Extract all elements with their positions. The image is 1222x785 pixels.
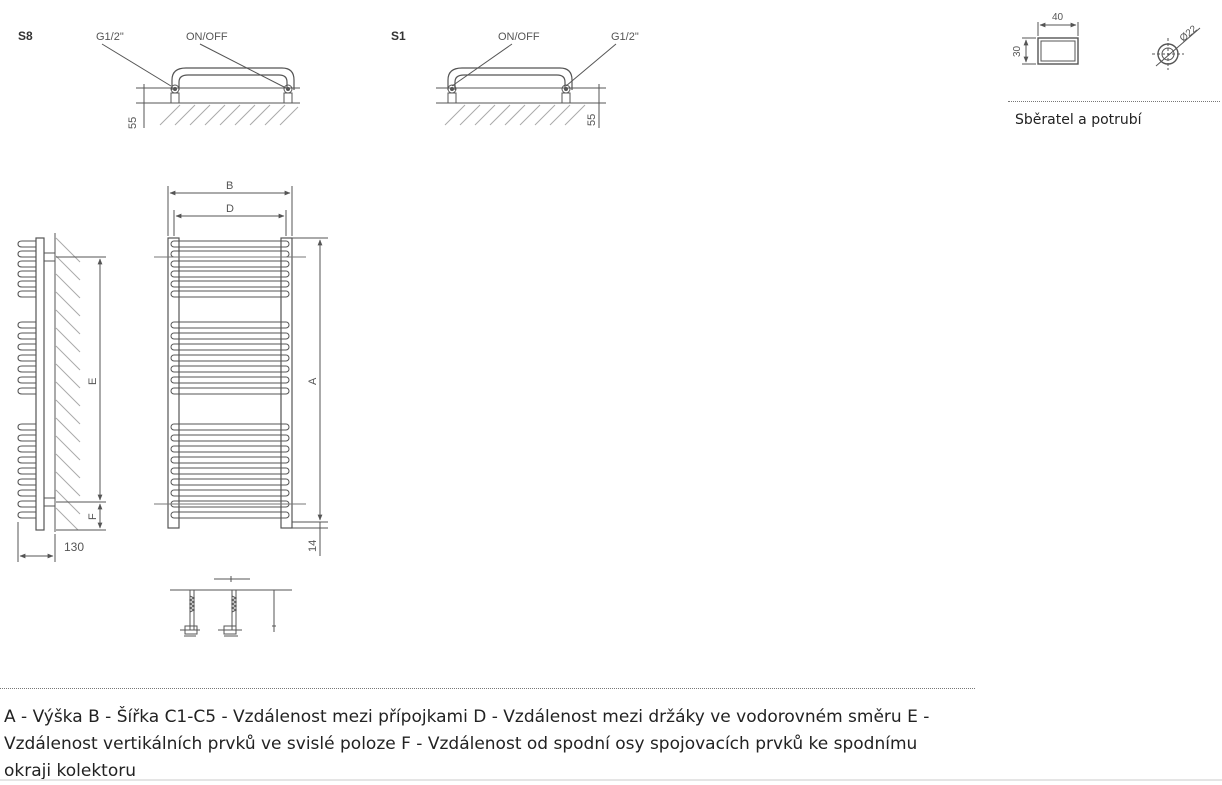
front-bottom-dim: 14: [307, 540, 319, 552]
legend-item-a: A - Výška: [4, 707, 83, 727]
legend-item-b: B - Šířka: [88, 707, 160, 727]
s1-height-dim: 55: [586, 114, 598, 126]
legend-item-c: C1-C5 - Vzdálenost mezi přípojkami: [164, 707, 468, 727]
legend-text: Vzdálenost mezi přípojkami: [233, 707, 468, 727]
s1-valve-label: ON/OFF: [498, 31, 540, 43]
front-a-label: A: [307, 377, 319, 385]
legend-item-f: F - Vzdálenost od spodní osy spojovacích…: [4, 734, 918, 781]
s1-thread-label: G1/2": [611, 31, 639, 43]
legend-key: E: [907, 707, 918, 727]
s8-top-view: S8 G1/2" ON/OFF 55: [18, 29, 300, 129]
legend-divider: [0, 688, 975, 689]
s8-height-dim: 55: [127, 117, 139, 129]
front-b-label: B: [226, 180, 233, 192]
s1-wall-hatch: [444, 104, 586, 126]
side-e-label: E: [87, 378, 99, 385]
legend-item-e: E - Vzdálenost vertikálních prvků ve svi…: [4, 707, 930, 754]
collector-height-dim: 30: [1012, 45, 1023, 57]
pipe-diameter-dim: Ø22: [1178, 23, 1200, 44]
legend-key: C1-C5: [164, 707, 217, 727]
side-wall-hatch: [55, 237, 81, 531]
side-depth-dim: 130: [64, 540, 84, 554]
legend-key: D: [473, 707, 487, 727]
legend-key: B: [88, 707, 100, 727]
s8-wall-hatch: [159, 104, 299, 126]
side-f-label: F: [87, 513, 99, 520]
legend-text: Vzdálenost vertikálních prvků ve svislé …: [4, 734, 396, 754]
legend-text: Výška: [32, 707, 83, 727]
collector-width-dim: 40: [1052, 12, 1064, 23]
legend-item-d: D - Vzdálenost mezi držáky ve vodorovném…: [473, 707, 902, 727]
collector-section: 40 30: [1012, 12, 1079, 65]
legend-key: F: [401, 734, 411, 754]
side-view: E F 130: [17, 233, 106, 562]
s8-code: S8: [18, 29, 33, 43]
connection-detail: [170, 576, 292, 637]
front-view: B D A 14: [154, 180, 328, 556]
collector-caption: Sběratel a potrubí: [1015, 112, 1142, 128]
s8-thread-label: G1/2": [96, 31, 124, 43]
legend-text: Vzdálenost od spodní osy spojovacích prv…: [4, 734, 918, 781]
s1-code: S1: [391, 29, 406, 43]
dimension-legend: A - Výška B - Šířka C1-C5 - Vzdálenost m…: [4, 704, 934, 785]
s8-valve-label: ON/OFF: [186, 31, 228, 43]
s1-top-view: S1 ON/OFF G1/2" 55: [391, 29, 639, 128]
legend-text: Vzdálenost mezi držáky ve vodorovném smě…: [503, 707, 902, 727]
legend-text: Šířka: [116, 707, 160, 727]
front-d-label: D: [226, 203, 234, 215]
page-bottom-border: [0, 779, 1222, 781]
legend-key: A: [4, 707, 16, 727]
pipe-section: Ø22: [1152, 23, 1201, 70]
collector-divider: [1008, 101, 1220, 102]
